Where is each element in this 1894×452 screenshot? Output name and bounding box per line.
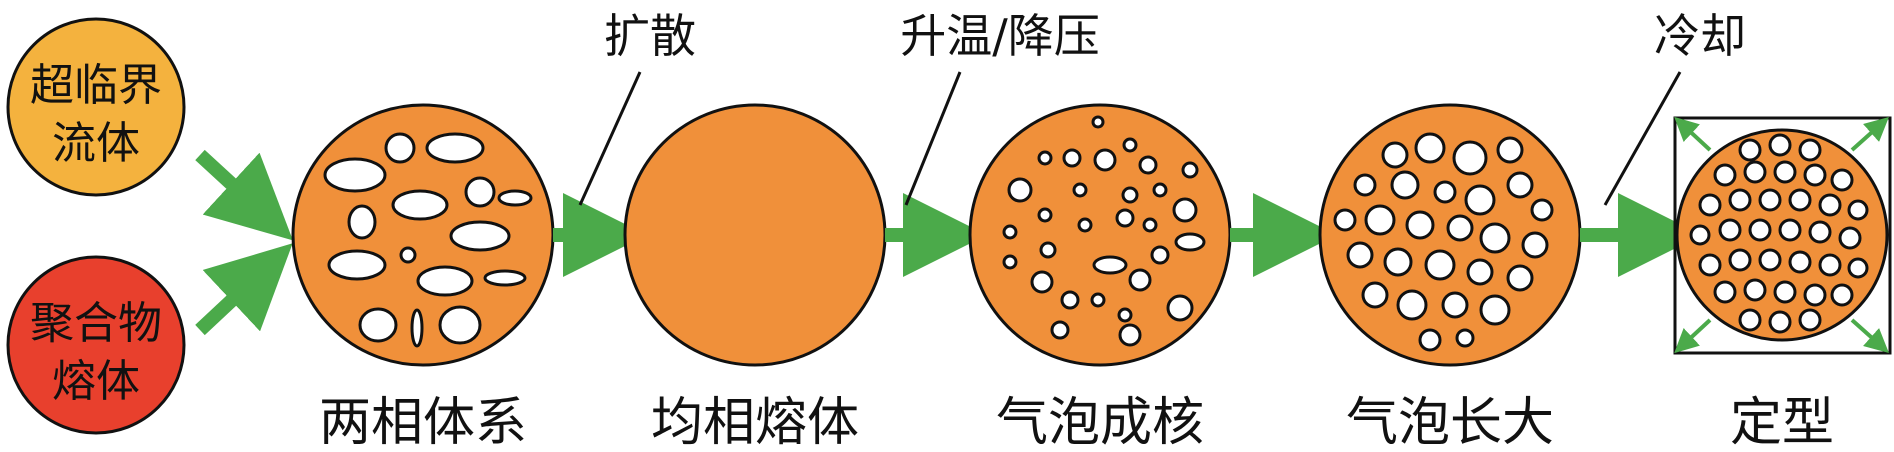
arrow-from-melt (195, 243, 293, 336)
input-arrows (195, 149, 293, 336)
input-supercritical-fluid: 超临界 流体 (6, 17, 186, 197)
stage-bubble-nucleation: 气泡成核 (968, 103, 1232, 452)
stage-label-two-phase: 两相体系 (319, 393, 527, 452)
input-polymer-melt-line1: 聚合物 (30, 298, 162, 349)
input-polymer-melt-line2: 熔体 (52, 356, 140, 407)
input-supercritical-fluid-line1: 超临界 (30, 60, 162, 111)
stage-label-homogeneous-melt: 均相熔体 (651, 393, 859, 452)
process-heat-depressurize: 升温/降压 (900, 9, 1100, 206)
expansion-arrow-top-left (1674, 116, 1712, 152)
process-diffusion-label: 扩散 (604, 9, 696, 63)
process-heat-depressurize-leader (904, 71, 962, 206)
expansion-arrow-bottom-right (1850, 318, 1889, 353)
process-heat-depressurize-label: 升温/降压 (900, 9, 1100, 63)
process-diffusion: 扩散 (578, 9, 696, 206)
stage-homogeneous-melt: 均相熔体 (623, 103, 887, 452)
stage-label-bubble-nucleation: 气泡成核 (996, 393, 1204, 452)
process-cooling-leader (1603, 71, 1682, 206)
stage-two-phase-system: 两相体系 (291, 103, 555, 452)
stage-bubble-growth: 气泡长大 (1318, 103, 1582, 452)
input-polymer-melt: 聚合物 熔体 (6, 255, 186, 435)
process-cooling: 冷却 (1603, 9, 1746, 206)
expansion-arrow-bottom-left (1674, 318, 1712, 354)
arrow-from-fluid (195, 149, 293, 241)
input-supercritical-fluid-line2: 流体 (52, 118, 140, 169)
process-diffusion-leader (578, 71, 642, 206)
process-cooling-label: 冷却 (1654, 9, 1746, 63)
stage-label-shaping: 定型 (1730, 393, 1834, 452)
stage-label-bubble-growth: 气泡长大 (1346, 393, 1554, 452)
expansion-arrow-top-right (1850, 117, 1889, 152)
stage-shaping: 定型 (1673, 116, 1892, 452)
